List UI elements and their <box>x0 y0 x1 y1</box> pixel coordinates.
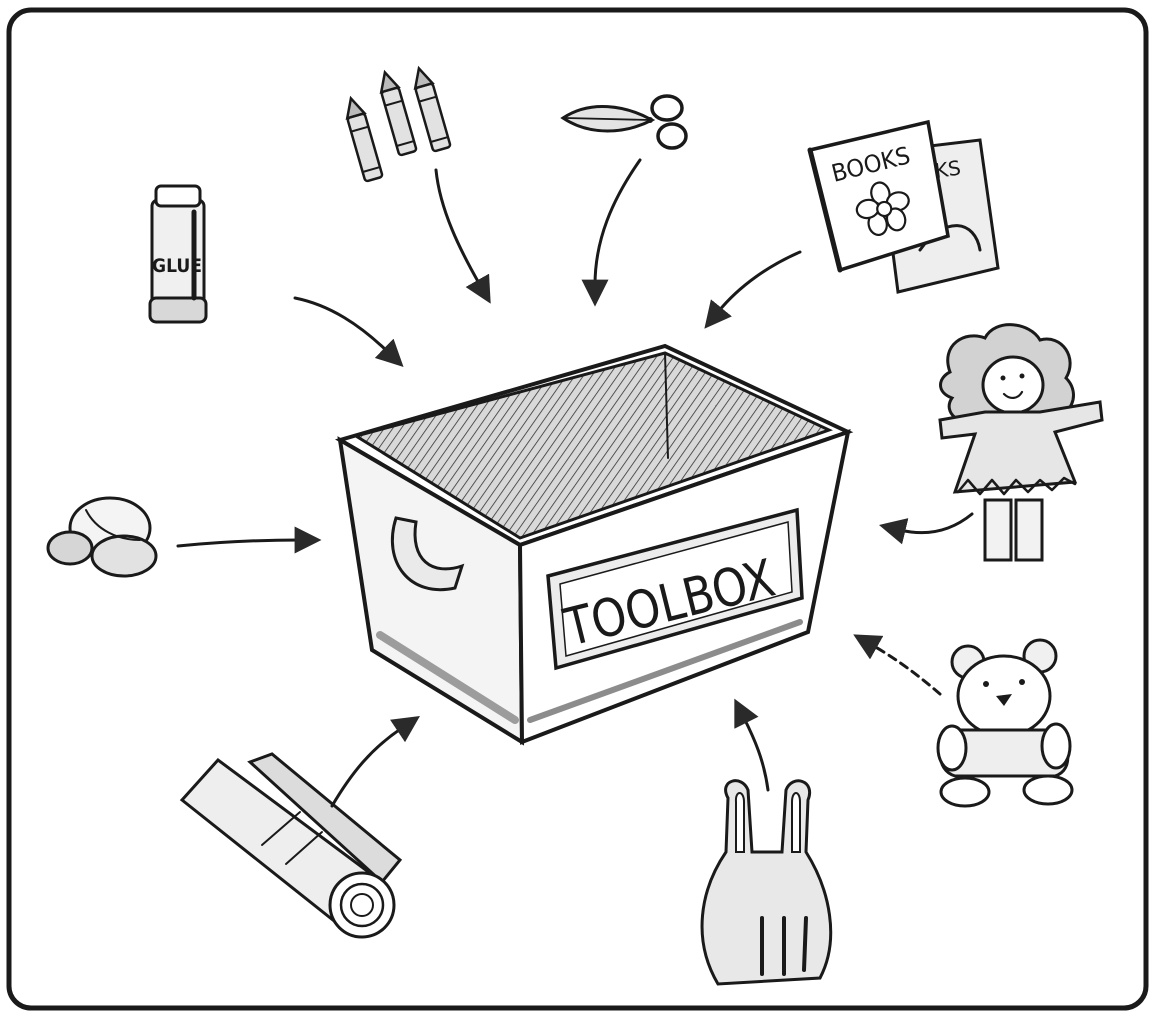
books: KS BOOKS <box>810 122 998 292</box>
glue-stick: GLUE <box>150 186 206 322</box>
glue-label: GLUE <box>152 255 202 277</box>
